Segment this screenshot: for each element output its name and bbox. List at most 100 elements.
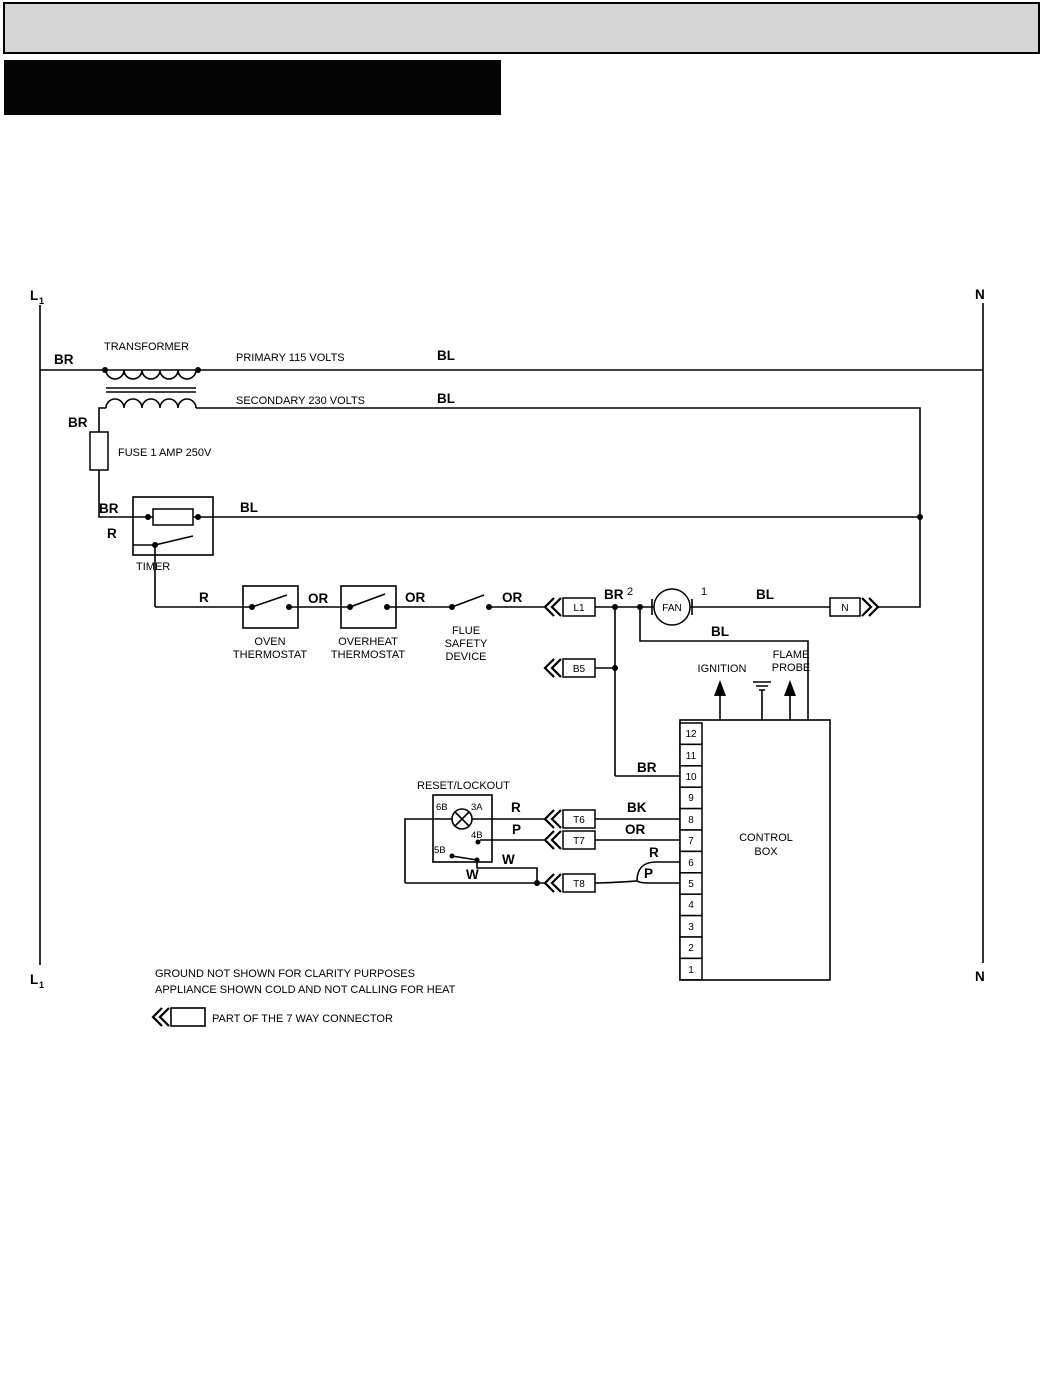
connector-t8-label: T8 [573, 879, 585, 890]
bus-label-l1-top: L [30, 288, 38, 303]
reset-lockout-title: RESET/LOCKOUT [417, 780, 510, 792]
wire-label-r-t6: R [511, 800, 521, 815]
wire-label-br-t10: BR [637, 760, 657, 775]
wire-label-bl-fan: BL [756, 587, 774, 602]
terminal-label-12: 12 [685, 729, 697, 740]
connector-n [829, 597, 880, 617]
timer-box [132, 496, 214, 556]
connector-t6-label: T6 [573, 815, 585, 826]
flue-safety-label-1: FLUE [452, 625, 480, 637]
terminal-label-6: 6 [688, 858, 694, 869]
connector-t8 [543, 873, 596, 893]
overheat-thermostat-label-1: OVERHEAT [338, 636, 398, 648]
primary-volts-label: PRIMARY 115 VOLTS [236, 352, 345, 364]
terminal-label-10: 10 [685, 772, 697, 783]
wire-label-p-t5term: P [644, 866, 653, 881]
ignition-label: IGNITION [698, 663, 747, 675]
bus-label-n-bottom: N [975, 969, 985, 984]
fuse-label: FUSE 1 AMP 250V [118, 447, 212, 459]
wire-label-or-1: OR [308, 591, 329, 606]
wire-label-r-t6term: R [649, 845, 659, 860]
terminal-label-8: 8 [688, 815, 694, 826]
transformer-title: TRANSFORMER [104, 341, 189, 353]
junction-dots [102, 367, 923, 886]
note-line-2: APPLIANCE SHOWN COLD AND NOT CALLING FOR… [155, 984, 456, 996]
timer [132, 496, 214, 556]
bus-label-l1-bottom: L [30, 972, 38, 987]
bus-label-l1-top-sub: 1 [39, 296, 44, 306]
terminal-label-9: 9 [688, 793, 694, 804]
primary-coil [105, 369, 197, 380]
connector-b5 [543, 658, 596, 678]
fuse-symbol [89, 431, 109, 471]
reset-lockout-box [432, 794, 493, 863]
fan-motor [653, 588, 691, 626]
reset-terminal-3a: 3A [471, 802, 483, 813]
wire-label-w-reset: W [502, 852, 515, 867]
connector-b5-label: B5 [573, 664, 586, 675]
control-box [679, 719, 831, 981]
wire-label-bl-branch: BL [711, 624, 729, 639]
terminal-label-1: 1 [688, 965, 694, 976]
flame-probe-label-1: FLAME [773, 649, 810, 661]
reset-terminal-4b: 4B [471, 830, 483, 841]
reset-lockout [432, 794, 493, 863]
wire-label-w-t8: W [466, 867, 479, 882]
oven-thermostat-label-1: OVEN [254, 636, 285, 648]
secondary-volts-label: SECONDARY 230 VOLTS [236, 395, 365, 407]
wire-label-bl-secondary: BL [437, 391, 455, 406]
flue-safety-label-3: DEVICE [446, 651, 487, 663]
wire-label-bl-timer: BL [240, 500, 258, 515]
wire-label-r-timer: R [107, 526, 117, 541]
fan-terminal-2-label: 2 [627, 586, 633, 598]
bus-label-n-top: N [975, 287, 985, 302]
control-box-label-1: CONTROL [739, 832, 793, 844]
flue-safety-label-2: SAFETY [445, 638, 488, 650]
connector-l1 [543, 597, 596, 617]
reset-terminal-5b: 5B [434, 845, 446, 856]
wire-label-p-t7: P [512, 822, 521, 837]
terminal-label-7: 7 [688, 836, 694, 847]
overheat-thermostat-box [340, 585, 397, 629]
terminal-label-4: 4 [688, 900, 694, 911]
overheat-thermostat-label-2: THERMOSTAT [331, 649, 405, 661]
wire-label-br-fan: BR [604, 587, 624, 602]
fan-terminal-1-label: 1 [701, 586, 707, 598]
lockout-lamp [451, 808, 473, 830]
transformer-core [106, 387, 196, 393]
wire-label-br-timer: BR [99, 501, 119, 516]
legend-label: PART OF THE 7 WAY CONNECTOR [212, 1013, 393, 1025]
oven-thermostat-label-2: THERMOSTAT [233, 649, 307, 661]
timer-motor [152, 508, 194, 526]
wire-label-r-oven: R [199, 590, 209, 605]
wire-label-or-2: OR [405, 590, 426, 605]
bus-label-l1-bottom-sub: 1 [39, 980, 44, 990]
flame-probe-label-2: PROBE [772, 662, 811, 674]
wire-label-bk: BK [627, 800, 647, 815]
terminal-strip [679, 722, 703, 981]
terminal-label-3: 3 [688, 922, 694, 933]
legend-connector-symbol [151, 1007, 206, 1027]
oven-thermostat-box [242, 585, 299, 629]
wire-label-bl-primary: BL [437, 348, 455, 363]
connector-t6 [543, 809, 596, 829]
page-title-bar [4, 60, 501, 115]
terminal-label-5: 5 [688, 879, 694, 890]
connector-t7-label: T7 [573, 836, 585, 847]
control-box-label-2: BOX [754, 846, 778, 858]
page-header-bar [3, 2, 1040, 54]
connector-t7 [543, 830, 596, 850]
terminal-label-2: 2 [688, 943, 694, 954]
wire-label-br-secondary: BR [68, 415, 88, 430]
timer-caption: TIMER [136, 561, 170, 573]
wire-label-br-primary: BR [54, 352, 74, 367]
secondary-coil [105, 398, 197, 409]
connector-l1-label: L1 [573, 603, 585, 614]
transformer [105, 369, 197, 409]
note-line-1: GROUND NOT SHOWN FOR CLARITY PURPOSES [155, 968, 415, 980]
reset-terminal-6b: 6B [436, 802, 448, 813]
wire-label-or-t7: OR [625, 822, 646, 837]
wires [39, 303, 984, 965]
